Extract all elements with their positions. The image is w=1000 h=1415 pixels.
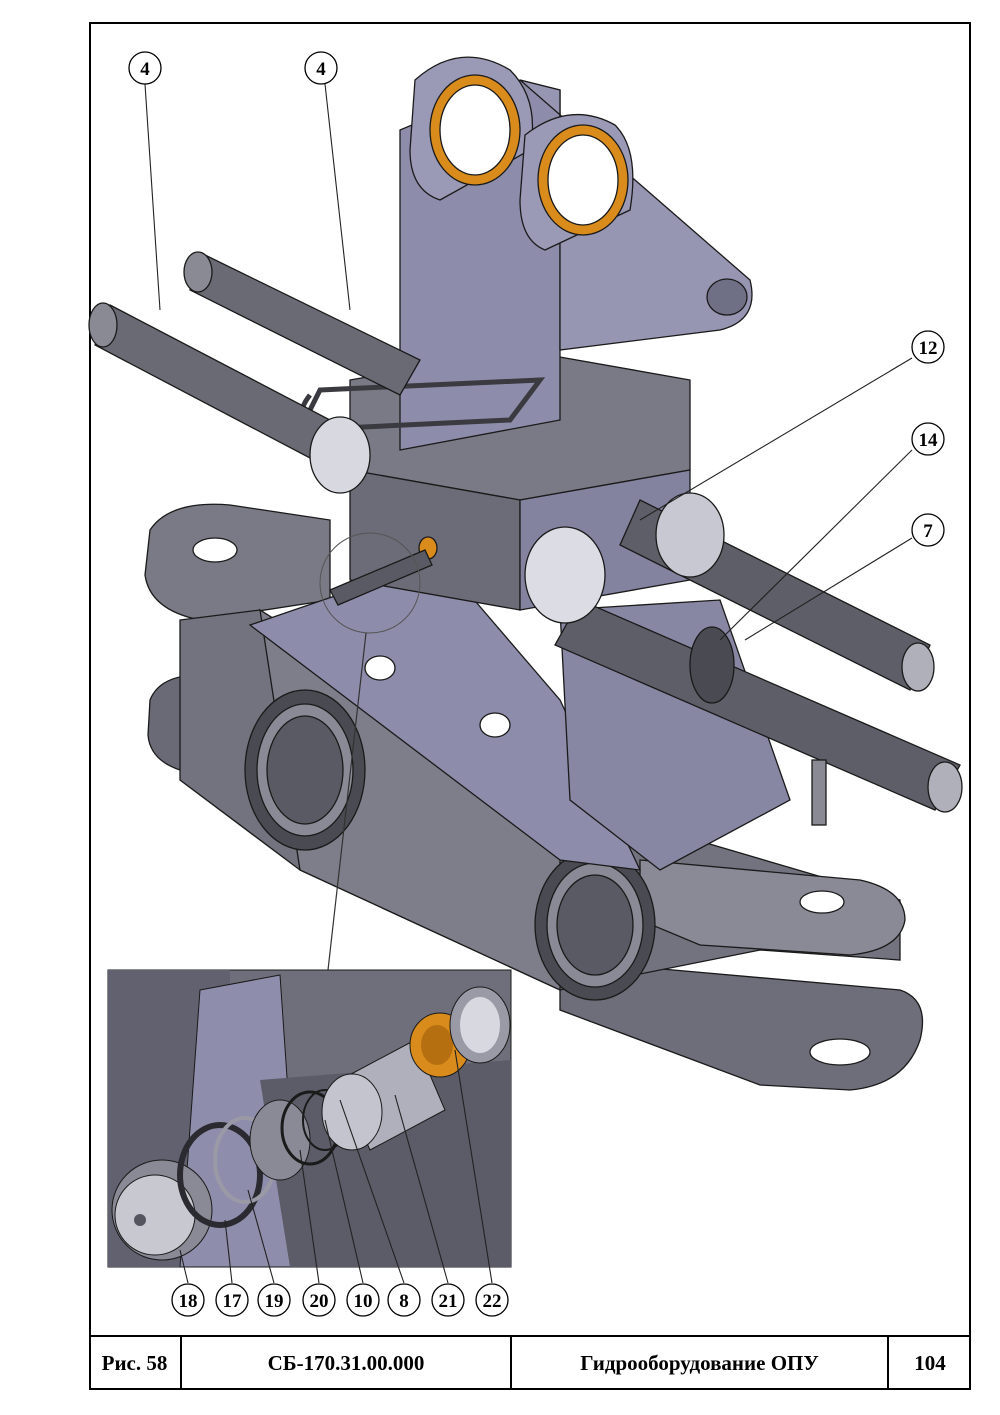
detail-leader-line — [327, 632, 367, 971]
detail-inset — [107, 969, 512, 1268]
svg-text:20: 20 — [310, 1291, 329, 1312]
svg-text:21: 21 — [439, 1291, 458, 1312]
title-block: Рис. 58 СБ-170.31.00.000 Гидрооборудован… — [89, 1335, 971, 1390]
callout-balloon-12: 12 — [911, 330, 945, 364]
callout-balloon-10: 10 — [346, 1283, 380, 1317]
svg-text:18: 18 — [179, 1291, 198, 1312]
sheet-frame — [89, 22, 971, 1390]
svg-text:8: 8 — [399, 1291, 409, 1312]
callout-balloon-22: 22 — [475, 1283, 509, 1317]
callout-balloon-19: 19 — [257, 1283, 291, 1317]
svg-text:19: 19 — [265, 1291, 284, 1312]
main-assembly-view — [88, 56, 963, 1091]
svg-text:17: 17 — [223, 1291, 243, 1312]
svg-text:14: 14 — [919, 430, 939, 451]
drawing-number: СБ-170.31.00.000 — [182, 1337, 512, 1390]
figure-title: Гидрооборудование ОПУ — [512, 1337, 889, 1390]
callout-balloon-18: 18 — [171, 1283, 205, 1317]
callout-balloon-20: 20 — [302, 1283, 336, 1317]
callout-balloon-14: 14 — [911, 422, 945, 456]
callout-balloon-4a: 4 — [128, 51, 162, 85]
detail-view-circle — [319, 532, 421, 634]
svg-text:4: 4 — [316, 59, 326, 80]
figure-label: Рис. 58 — [89, 1337, 182, 1390]
main-callout-leaders — [144, 83, 913, 641]
callout-balloon-4b: 4 — [304, 51, 338, 85]
svg-text:4: 4 — [140, 59, 150, 80]
callout-balloon-8: 8 — [387, 1283, 421, 1317]
callout-balloon-21: 21 — [431, 1283, 465, 1317]
svg-text:12: 12 — [919, 338, 938, 359]
svg-text:7: 7 — [923, 521, 933, 542]
detail-callout-leaders — [179, 1049, 493, 1284]
callout-balloon-17: 17 — [215, 1283, 249, 1317]
callout-balloon-7: 7 — [911, 513, 945, 547]
svg-text:22: 22 — [483, 1291, 502, 1312]
page-number: 104 — [914, 1351, 946, 1375]
svg-text:10: 10 — [354, 1291, 373, 1312]
